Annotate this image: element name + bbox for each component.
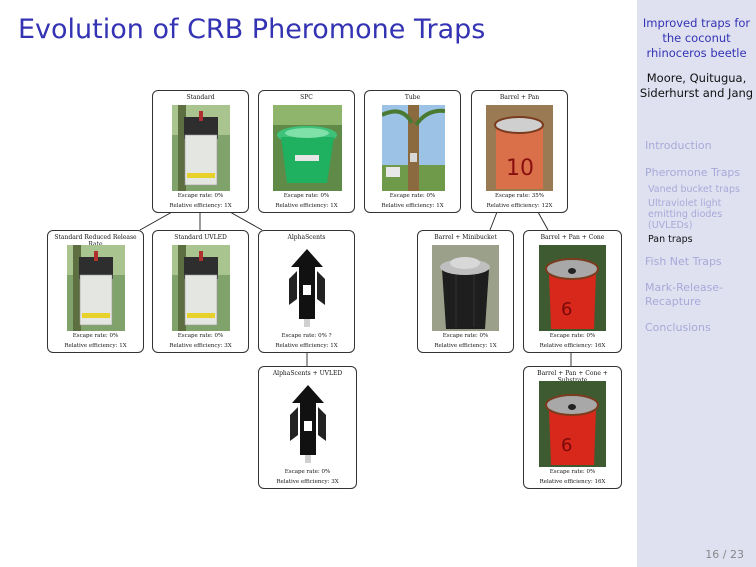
green-bucket-photo (273, 105, 342, 191)
black-minibucket-photo (432, 245, 499, 331)
trap-node-alphascents-uvled: AlphaScents + UVLED Escape rate: 0% Rela… (258, 366, 357, 489)
relative-efficiency: Relative efficiency: 1X (275, 343, 338, 349)
black-vane-trap-photo (284, 381, 332, 467)
trap-node-spc: SPC Escape rate: 0% Relative efficiency:… (258, 90, 355, 213)
escape-rate: Escape rate: 35% (495, 193, 544, 199)
nav-pheromone-traps[interactable]: Pheromone Traps (645, 166, 741, 179)
sidebar: Improved traps for the coconut rhinocero… (637, 0, 756, 567)
red-barrel-cone-photo: 6 (539, 381, 606, 467)
escape-rate: Escape rate: 0% (284, 469, 331, 475)
trap-node-barrel-pan-cone-substrate: Barrel + Pan + Cone + Substrate 6 Escape… (523, 366, 622, 489)
connector-standard-reduced (139, 211, 173, 231)
sidebar-authors: Moore, Quitugua, Siderhurst and Jang (639, 71, 754, 100)
relative-efficiency: Relative efficiency: 3X (276, 479, 339, 485)
black-vane-trap-photo (283, 245, 331, 331)
trap-node-barrel-minibucket: Barrel + Minibucket Escape rate: 0% Rela… (417, 230, 514, 353)
relative-efficiency: Relative efficiency: 16X (539, 479, 606, 485)
trap-node-barrel-pan-cone: Barrel + Pan + Cone 6 Escape rate: 0% Re… (523, 230, 622, 353)
connector-barrel-minibucket (489, 211, 498, 231)
trap-name: AlphaScents + UVLED (272, 370, 343, 377)
white-bucket-photo (172, 245, 230, 331)
relative-efficiency: Relative efficiency: 12X (486, 203, 553, 209)
trap-node-alphascents: AlphaScents Escape rate: 0% ? Relative e… (258, 230, 355, 353)
relative-efficiency: Relative efficiency: 16X (539, 343, 606, 349)
trap-node-standard-reduced-release: Standard Reduced Release Rate Escape rat… (47, 230, 144, 353)
red-barrel-cone-photo: 6 (539, 245, 606, 331)
slide-title: Evolution of CRB Pheromone Traps (18, 14, 486, 45)
relative-efficiency: Relative efficiency: 1X (64, 343, 127, 349)
connector-barrel-cone (537, 211, 549, 231)
nav-introduction[interactable]: Introduction (645, 139, 712, 152)
connector-standard-alphascents (229, 211, 263, 231)
svg-text:6: 6 (561, 299, 572, 320)
trap-evolution-diagram: Standard Escape rate: 0% Relative effici… (47, 90, 622, 489)
trap-node-standard-uvled: Standard UVLED Escape rate: 0% Relative … (152, 230, 249, 353)
trap-node-tube: Tube Escape rate: 0% Relative efficiency… (364, 90, 461, 213)
trap-name: Barrel + Minibucket (434, 234, 497, 241)
trap-name: AlphaScents (287, 234, 326, 241)
palm-tube-photo (382, 105, 445, 191)
escape-rate: Escape rate: 0% (177, 333, 224, 339)
nav-mark-release-recapture[interactable]: Mark-Release-Recapture (645, 281, 724, 308)
nav-vaned-bucket-traps[interactable]: Vaned bucket traps (648, 184, 740, 195)
relative-efficiency: Relative efficiency: 3X (169, 343, 232, 349)
relative-efficiency: Relative efficiency: 1X (381, 203, 444, 209)
escape-rate: Escape rate: 0% (549, 333, 596, 339)
nav-uvleds[interactable]: Ultraviolet light emitting diodes (UVLED… (648, 198, 723, 231)
trap-name: Barrel + Pan + Cone + Substrate (537, 370, 608, 384)
nav-pan-traps[interactable]: Pan traps (648, 234, 693, 245)
white-bucket-photo (172, 105, 230, 191)
white-bucket-photo (67, 245, 125, 331)
trap-name: SPC (300, 94, 313, 101)
nav-conclusions[interactable]: Conclusions (645, 321, 711, 334)
svg-text:10: 10 (506, 156, 534, 181)
page-number: 16 / 23 (705, 548, 744, 561)
escape-rate: Escape rate: 0% (442, 333, 489, 339)
escape-rate: Escape rate: 0% (177, 193, 224, 199)
nav-fish-net-traps[interactable]: Fish Net Traps (645, 255, 722, 268)
trap-name: Standard (186, 94, 215, 101)
orange-barrel-photo: 10 (486, 105, 553, 191)
relative-efficiency: Relative efficiency: 1X (434, 343, 497, 349)
trap-name: Barrel + Pan + Cone (540, 234, 605, 241)
escape-rate: Escape rate: 0% ? (281, 333, 332, 339)
trap-name: Standard UVLED (174, 234, 227, 241)
escape-rate: Escape rate: 0% (283, 193, 330, 199)
trap-node-standard: Standard Escape rate: 0% Relative effici… (152, 90, 249, 213)
trap-node-barrel-pan: Barrel + Pan 10 Escape rate: 35% Relativ… (471, 90, 568, 213)
connector-lines (139, 211, 572, 366)
escape-rate: Escape rate: 0% (72, 333, 119, 339)
relative-efficiency: Relative efficiency: 1X (275, 203, 338, 209)
trap-name: Tube (404, 94, 421, 101)
trap-name: Standard Reduced Release Rate (54, 234, 137, 248)
sidebar-talk-title[interactable]: Improved traps for the coconut rhinocero… (642, 16, 751, 60)
escape-rate: Escape rate: 0% (549, 469, 596, 475)
svg-text:6: 6 (561, 435, 572, 456)
escape-rate: Escape rate: 0% (389, 193, 436, 199)
trap-name: Barrel + Pan (499, 94, 540, 101)
relative-efficiency: Relative efficiency: 1X (169, 203, 232, 209)
